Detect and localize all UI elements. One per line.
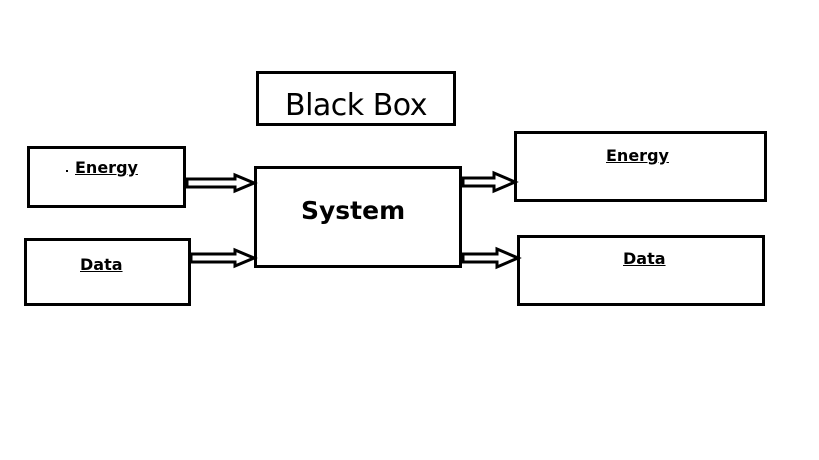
arrow-input-data [189,247,258,269]
system-box: System [254,166,462,268]
stray-dot [66,170,68,172]
arrow-output-data [461,246,522,270]
output-energy-label: Energy [606,146,669,165]
system-label: System [301,196,406,225]
input-energy-label: Energy [75,158,138,177]
input-energy-box: Energy [27,146,186,208]
diagram-title: Black Box [285,88,427,123]
title-box: Black Box [256,71,456,126]
output-data-box: Data [517,235,765,306]
arrow-input-energy [185,172,258,194]
output-data-label: Data [623,249,666,268]
input-data-label: Data [80,255,123,274]
arrow-output-energy [461,170,519,194]
input-data-box: Data [24,238,191,306]
output-energy-box: Energy [514,131,767,202]
